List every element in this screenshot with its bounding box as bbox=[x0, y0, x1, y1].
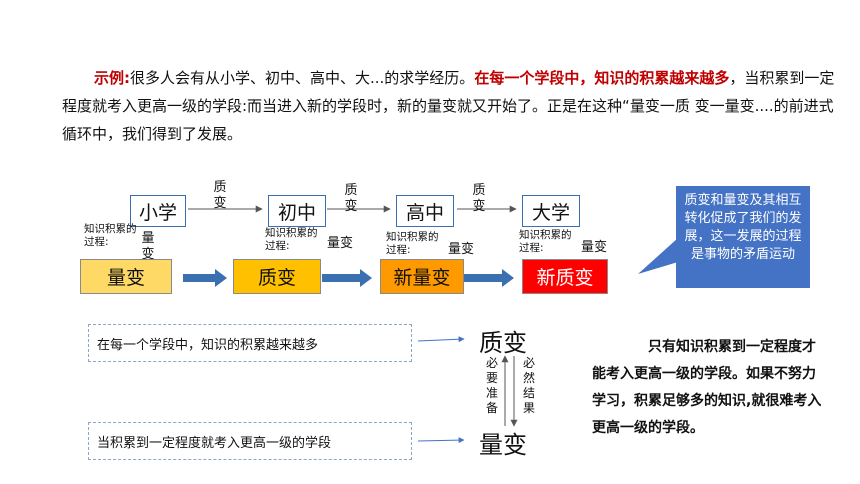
process-label-1: 知识积累的过程: bbox=[84, 223, 137, 248]
box-new-quantitative-change: 新量变 bbox=[380, 259, 464, 294]
stage-senior: 高中 bbox=[396, 195, 454, 227]
intro-paragraph: 示例:很多人会有从小学、初中、高中、大...的求学经历。在每一个学段中，知识的积… bbox=[62, 64, 842, 148]
dashed-box-advance: 当积累到一定程度就考入更高一级的学段 bbox=[88, 422, 412, 460]
label-necessary-preparation: 必要准备 bbox=[485, 356, 498, 415]
stage-junior: 初中 bbox=[268, 195, 326, 227]
callout-pointer bbox=[638, 238, 678, 274]
transition-label-1: 质变 bbox=[213, 180, 227, 211]
stage-university: 大学 bbox=[522, 195, 580, 227]
callout-box: 质变和量变及其相互转化促成了我们的发展，这一发展的过程是事物的矛盾运动 bbox=[676, 186, 810, 288]
box-new-qualitative-change: 新质变 bbox=[522, 259, 608, 294]
arrow-box1 bbox=[417, 336, 465, 343]
intro-text-1: 很多人会有从小学、初中、高中、大...的求学经历。 bbox=[130, 69, 475, 87]
block-arrow-1 bbox=[183, 269, 227, 287]
box-quantitative-change: 量变 bbox=[80, 259, 172, 294]
stage-primary: 小学 bbox=[130, 195, 186, 227]
transition-label-3: 质变 bbox=[472, 183, 486, 214]
process-value-1: 量变 bbox=[141, 231, 155, 262]
arrow-box2 bbox=[417, 437, 465, 444]
intro-label: 示例: bbox=[94, 69, 130, 87]
process-value-3: 量变 bbox=[448, 242, 475, 257]
word-qualitative-change: 质变 bbox=[479, 329, 527, 357]
process-value-2: 量变 bbox=[327, 236, 354, 251]
process-label-3: 知识积累的过程: bbox=[386, 231, 439, 256]
box-qualitative-change: 质变 bbox=[233, 259, 321, 294]
process-label-4: 知识积累的过程: bbox=[519, 229, 572, 254]
label-inevitable-result: 必然结果 bbox=[522, 356, 535, 415]
block-arrow-3 bbox=[462, 269, 514, 287]
word-quantitative-change: 量变 bbox=[479, 431, 527, 459]
block-arrow-2 bbox=[322, 269, 372, 287]
process-label-2: 知识积累的过程: bbox=[265, 227, 318, 252]
right-paragraph: 只有知识积累到一定程度才能考入更高一级的学段。如果不努力学习，积累足够多的知识,… bbox=[592, 339, 822, 436]
transition-label-2: 质变 bbox=[344, 183, 358, 214]
intro-text-2: ，当积累到一定程度就考入更高一级的学段:而当进入新的学段时，新的量变就又开始了。… bbox=[62, 69, 835, 143]
process-value-4: 量变 bbox=[581, 240, 608, 255]
dashed-box-accumulation: 在每一个学段中，知识的积累越来越多 bbox=[88, 324, 412, 362]
intro-highlight: 在每一个学段中，知识的积累越来越多 bbox=[474, 69, 730, 87]
